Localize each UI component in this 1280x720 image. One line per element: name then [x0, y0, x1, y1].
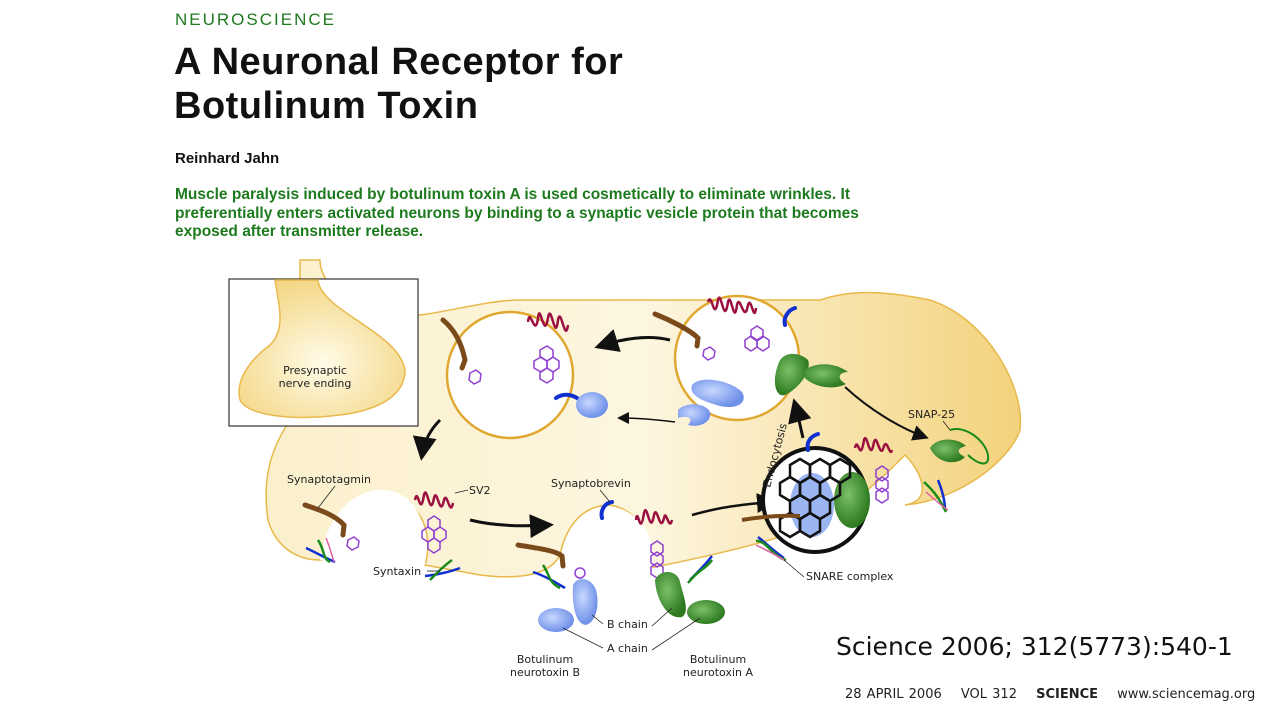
glycan-icon	[346, 536, 360, 551]
author-name: Reinhard Jahn	[175, 150, 280, 167]
abstract: Muscle paralysis induced by botulinum to…	[175, 186, 1035, 242]
toxin-b-light-chain	[678, 404, 711, 426]
synaptotagmin-protein	[515, 542, 566, 569]
toxin-a-heavy-chain	[655, 571, 686, 618]
leader-line	[599, 489, 611, 503]
glycan-icon	[574, 567, 586, 579]
toxin-a-light-chain	[805, 364, 848, 388]
synaptic-vesicle	[445, 310, 575, 440]
snap25-protein	[949, 428, 990, 465]
label-a-chain: A chain	[607, 642, 648, 655]
citation: Science 2006; 312(5773):540-1	[836, 632, 1233, 661]
toxin-b-light-chain	[538, 608, 574, 632]
article-title: A Neuronal Receptor for Botulinum Toxin	[174, 40, 623, 128]
label-sv2: SV2	[469, 484, 491, 497]
synaptotagmin-protein	[302, 502, 347, 538]
sv2-protein	[853, 436, 894, 454]
abstract-line-1: Muscle paralysis induced by botulinum to…	[175, 186, 850, 203]
snare-complex	[424, 558, 461, 581]
leader-line	[454, 489, 469, 494]
sv2-protein	[413, 491, 455, 509]
glycan-icon	[468, 369, 482, 385]
footer-date: 28 APRIL 2006	[845, 687, 942, 702]
snare-complex	[687, 555, 714, 584]
label-snap25: SNAP-25	[908, 408, 955, 421]
toxin-a-light-chain	[687, 600, 725, 624]
label-toxin-a-line-1: Botulinum	[690, 653, 746, 666]
section-label: NEUROSCIENCE	[175, 10, 336, 29]
footer-website: www.sciencemag.org	[1117, 687, 1256, 702]
leader-line	[562, 627, 604, 649]
synaptotagmin-protein	[440, 317, 468, 371]
snare-complex	[305, 537, 336, 564]
toxin-b-light-chain	[576, 392, 608, 418]
label-toxin-b-line-1: Botulinum	[517, 653, 573, 666]
mechanism-figure: Presynaptic nerve ending	[228, 259, 1022, 679]
synaptobrevin-protein	[782, 306, 797, 327]
glycan-chain	[744, 325, 770, 352]
presynaptic-terminal-shape	[238, 279, 406, 419]
footer-magazine: SCIENCE	[1036, 687, 1099, 702]
glycan-chain	[875, 465, 889, 504]
glycan-icon	[702, 346, 716, 361]
inset-label-line-1: Presynaptic	[283, 364, 347, 377]
fusion-pocket	[560, 507, 654, 570]
leader-line	[317, 485, 336, 509]
endocytosis-arrow	[788, 398, 812, 439]
cycle-arrow	[469, 514, 554, 539]
leader-line	[651, 607, 673, 627]
synaptotagmin-protein	[741, 513, 801, 522]
snare-complex	[532, 564, 566, 590]
journal-footer: 28 APRIL 2006 VOL 312 SCIENCE www.scienc…	[845, 687, 1269, 702]
footer-volume: VOL 312	[960, 687, 1017, 702]
synaptobrevin-protein	[599, 500, 614, 520]
synaptobrevin-protein	[805, 432, 820, 452]
glycan-chain	[533, 345, 560, 384]
label-snare-complex: SNARE complex	[806, 570, 894, 583]
toxin-a-light-chain	[930, 439, 966, 463]
leader-line	[942, 420, 951, 431]
inset-label-line-2: nerve ending	[279, 377, 352, 390]
sv2-protein	[706, 296, 758, 315]
toxin-b-heavy-chain	[572, 578, 598, 625]
snare-complex	[923, 479, 949, 513]
clathrin-coated-vesicle	[761, 446, 870, 554]
cycle-arrow	[412, 418, 442, 461]
label-synaptobrevin: Synaptobrevin	[551, 477, 631, 490]
abstract-line-2: preferentially enters activated neurons …	[175, 204, 859, 222]
label-b-chain: B chain	[607, 618, 648, 631]
label-toxin-b-line-2: neurotoxin B	[510, 666, 580, 679]
leader-line	[651, 617, 701, 651]
sv2-protein	[634, 509, 674, 525]
toxin-b-heavy-chain	[691, 379, 744, 408]
leader-line	[591, 614, 604, 625]
snare-complex	[755, 536, 787, 562]
leader-line	[783, 559, 805, 578]
label-synaptotagmin: Synaptotagmin	[287, 473, 371, 486]
title-line-1: A Neuronal Receptor for	[174, 41, 624, 83]
glycan-chain	[421, 515, 447, 554]
title-line-2: Botulinum Toxin	[174, 85, 479, 127]
toxin-a-heavy-chain	[774, 353, 809, 396]
snap25-arrow	[844, 386, 929, 441]
cycle-arrow	[594, 329, 671, 352]
abstract-line-3: exposed after transmitter release.	[175, 223, 424, 240]
synaptotagmin-protein	[652, 311, 701, 349]
label-toxin-a-line-2: neurotoxin A	[683, 666, 753, 679]
cycle-arrow	[691, 493, 777, 517]
sv2-protein	[526, 312, 570, 332]
cycle-arrow	[617, 412, 676, 425]
label-syntaxin: Syntaxin	[373, 565, 421, 578]
